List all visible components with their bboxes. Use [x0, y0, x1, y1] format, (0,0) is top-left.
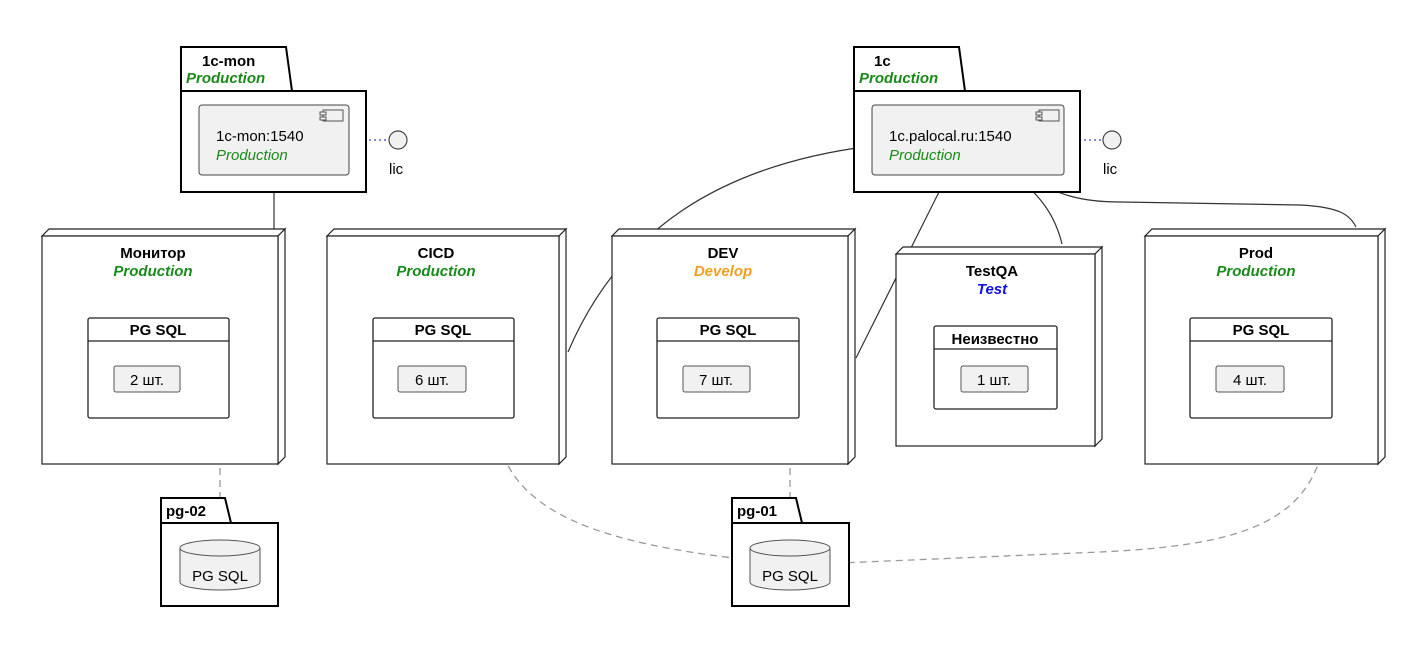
component-1c-mon[interactable]: 1c-mon:1540 Production: [198, 104, 350, 176]
component-icon: [1035, 109, 1060, 122]
db-count: 1 шт.: [977, 372, 1011, 389]
db-box[interactable]: PG SQL 7 шт.: [656, 317, 800, 419]
db-type: Неизвестно: [952, 331, 1039, 348]
cluster-env: Develop: [694, 263, 752, 280]
link-1c-cicd: [567, 145, 872, 353]
component-env: Production: [216, 147, 288, 164]
server-env: Production: [859, 70, 938, 87]
cluster-testqa[interactable]: TestQA Test Неизвестно 1 шт.: [894, 245, 1104, 448]
db-box[interactable]: PG SQL 4 шт.: [1189, 317, 1333, 419]
cluster-title: CICD: [418, 245, 455, 262]
cluster-monitor[interactable]: Монитор Production PG SQL 2 шт.: [40, 227, 287, 466]
interface-label: lic: [1103, 161, 1118, 178]
component-name: 1c-mon:1540: [216, 128, 304, 145]
cluster-prod[interactable]: Prod Production PG SQL 4 шт.: [1143, 227, 1387, 466]
db-server-db: PG SQL: [762, 568, 818, 585]
component-env: Production: [889, 147, 961, 164]
component-name: 1c.palocal.ru:1540: [889, 128, 1012, 145]
server-title: 1c-mon: [202, 53, 255, 70]
db-server-title: pg-01: [737, 503, 777, 520]
cluster-dev[interactable]: DEV Develop PG SQL 7 шт.: [610, 227, 857, 466]
cluster-title: DEV: [708, 245, 739, 262]
cluster-title: Prod: [1239, 245, 1273, 262]
db-type: PG SQL: [415, 322, 472, 339]
db-server-title: pg-02: [166, 503, 206, 520]
interface-lic[interactable]: lic: [388, 130, 408, 178]
db-count: 7 шт.: [699, 372, 733, 389]
component-icon: [319, 109, 344, 122]
db-server-db: PG SQL: [192, 568, 248, 585]
db-server-pg-02[interactable]: pg-02 PG SQL: [160, 497, 279, 607]
db-type: PG SQL: [700, 322, 757, 339]
cluster-env: Production: [113, 263, 192, 280]
cluster-env: Production: [1216, 263, 1295, 280]
server-env: Production: [186, 70, 265, 87]
db-server-pg-01[interactable]: pg-01 PG SQL: [731, 497, 850, 607]
db-count: 6 шт.: [415, 372, 449, 389]
interface-label: lic: [389, 161, 404, 178]
component-1c[interactable]: 1c.palocal.ru:1540 Production: [871, 104, 1065, 176]
cluster-title: Монитор: [120, 245, 185, 262]
cluster-env: Production: [396, 263, 475, 280]
server-title: 1c: [874, 53, 891, 70]
db-box[interactable]: PG SQL 2 шт.: [87, 317, 230, 419]
db-type: PG SQL: [1233, 322, 1290, 339]
db-count: 4 шт.: [1233, 372, 1267, 389]
interface-lic[interactable]: lic: [1102, 130, 1122, 178]
db-count: 2 шт.: [130, 372, 164, 389]
db-box[interactable]: PG SQL 6 шт.: [372, 317, 515, 419]
database-cylinder-icon: [179, 539, 261, 591]
server-1c-mon: 1c-mon Production 1c-mon:1540 Production…: [180, 46, 408, 193]
cluster-cicd[interactable]: CICD Production PG SQL 6 шт.: [325, 227, 568, 466]
cluster-title: TestQA: [966, 263, 1018, 280]
database-cylinder-icon: [749, 539, 831, 591]
db-box[interactable]: Неизвестно 1 шт.: [933, 325, 1058, 410]
cluster-env: Test: [977, 281, 1008, 298]
db-type: PG SQL: [130, 322, 187, 339]
interface-circle-icon: [1102, 130, 1122, 150]
interface-circle-icon: [388, 130, 408, 150]
server-1c: 1c Production 1c.palocal.ru:1540 Product…: [853, 46, 1122, 193]
